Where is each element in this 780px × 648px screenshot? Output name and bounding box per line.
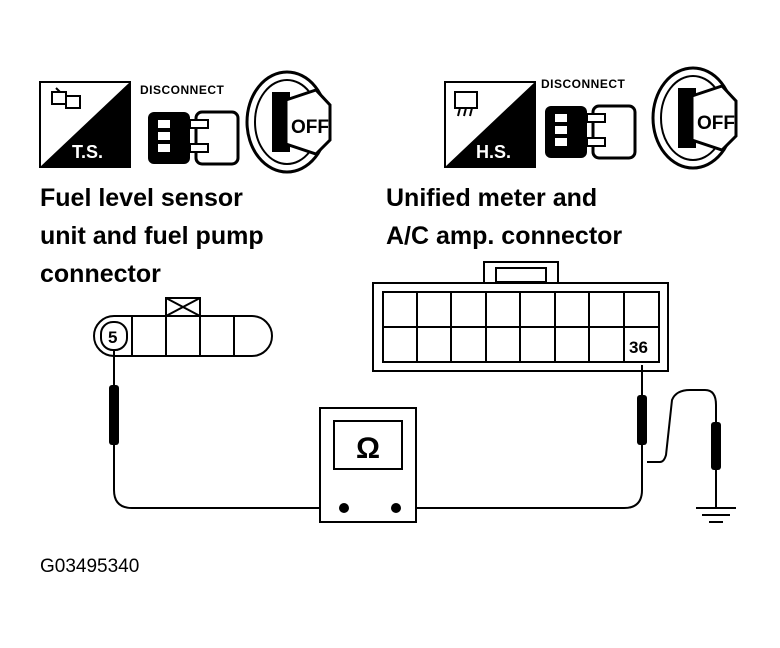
ground-probe	[647, 389, 721, 508]
left-off-label: OFF	[291, 117, 329, 138]
right-lead-wire	[396, 489, 643, 509]
left-title-line-1: Fuel level sensor	[40, 184, 243, 212]
ground-symbol-icon	[696, 507, 736, 523]
terminal-36-label: 36	[629, 338, 648, 357]
left-title-line-3: connector	[40, 260, 161, 288]
meter-terminal-negative	[339, 503, 349, 513]
right-title-line-1: Unified meter and	[386, 184, 597, 212]
right-disconnect-label: DISCONNECT	[541, 77, 626, 91]
left-disconnect-connector-icon	[148, 110, 240, 166]
right-test-probe	[637, 365, 647, 490]
right-title-line-2: A/C amp. connector	[386, 222, 622, 250]
fuel-sensor-connector: 5	[93, 297, 273, 357]
left-icon-group: T.S. DISCONNECT OFF	[39, 70, 332, 174]
hs-badge-icon: H.S.	[444, 81, 536, 168]
ohm-symbol: Ω	[356, 432, 380, 465]
left-test-probe	[109, 350, 119, 490]
left-title-line-2: unit and fuel pump	[40, 222, 264, 250]
figure-id: G03495340	[40, 556, 139, 577]
ohmmeter: Ω	[319, 407, 417, 523]
meter-ac-amp-connector: 36	[372, 261, 669, 372]
right-off-label: OFF	[697, 113, 735, 134]
right-ignition-off-icon: OFF	[651, 66, 738, 170]
meter-terminal-positive	[391, 503, 401, 513]
terminal-5-label: 5	[108, 328, 117, 347]
right-icon-group: H.S. DISCONNECT OFF	[444, 66, 738, 170]
ts-badge-label: T.S.	[72, 142, 103, 162]
left-disconnect-label: DISCONNECT	[140, 83, 225, 97]
right-disconnect-connector-icon	[545, 104, 637, 160]
hs-badge-label: H.S.	[476, 142, 511, 162]
left-lead-wire	[113, 489, 344, 509]
left-ignition-off-icon: OFF	[245, 70, 332, 174]
ts-badge-icon: T.S.	[39, 81, 131, 168]
